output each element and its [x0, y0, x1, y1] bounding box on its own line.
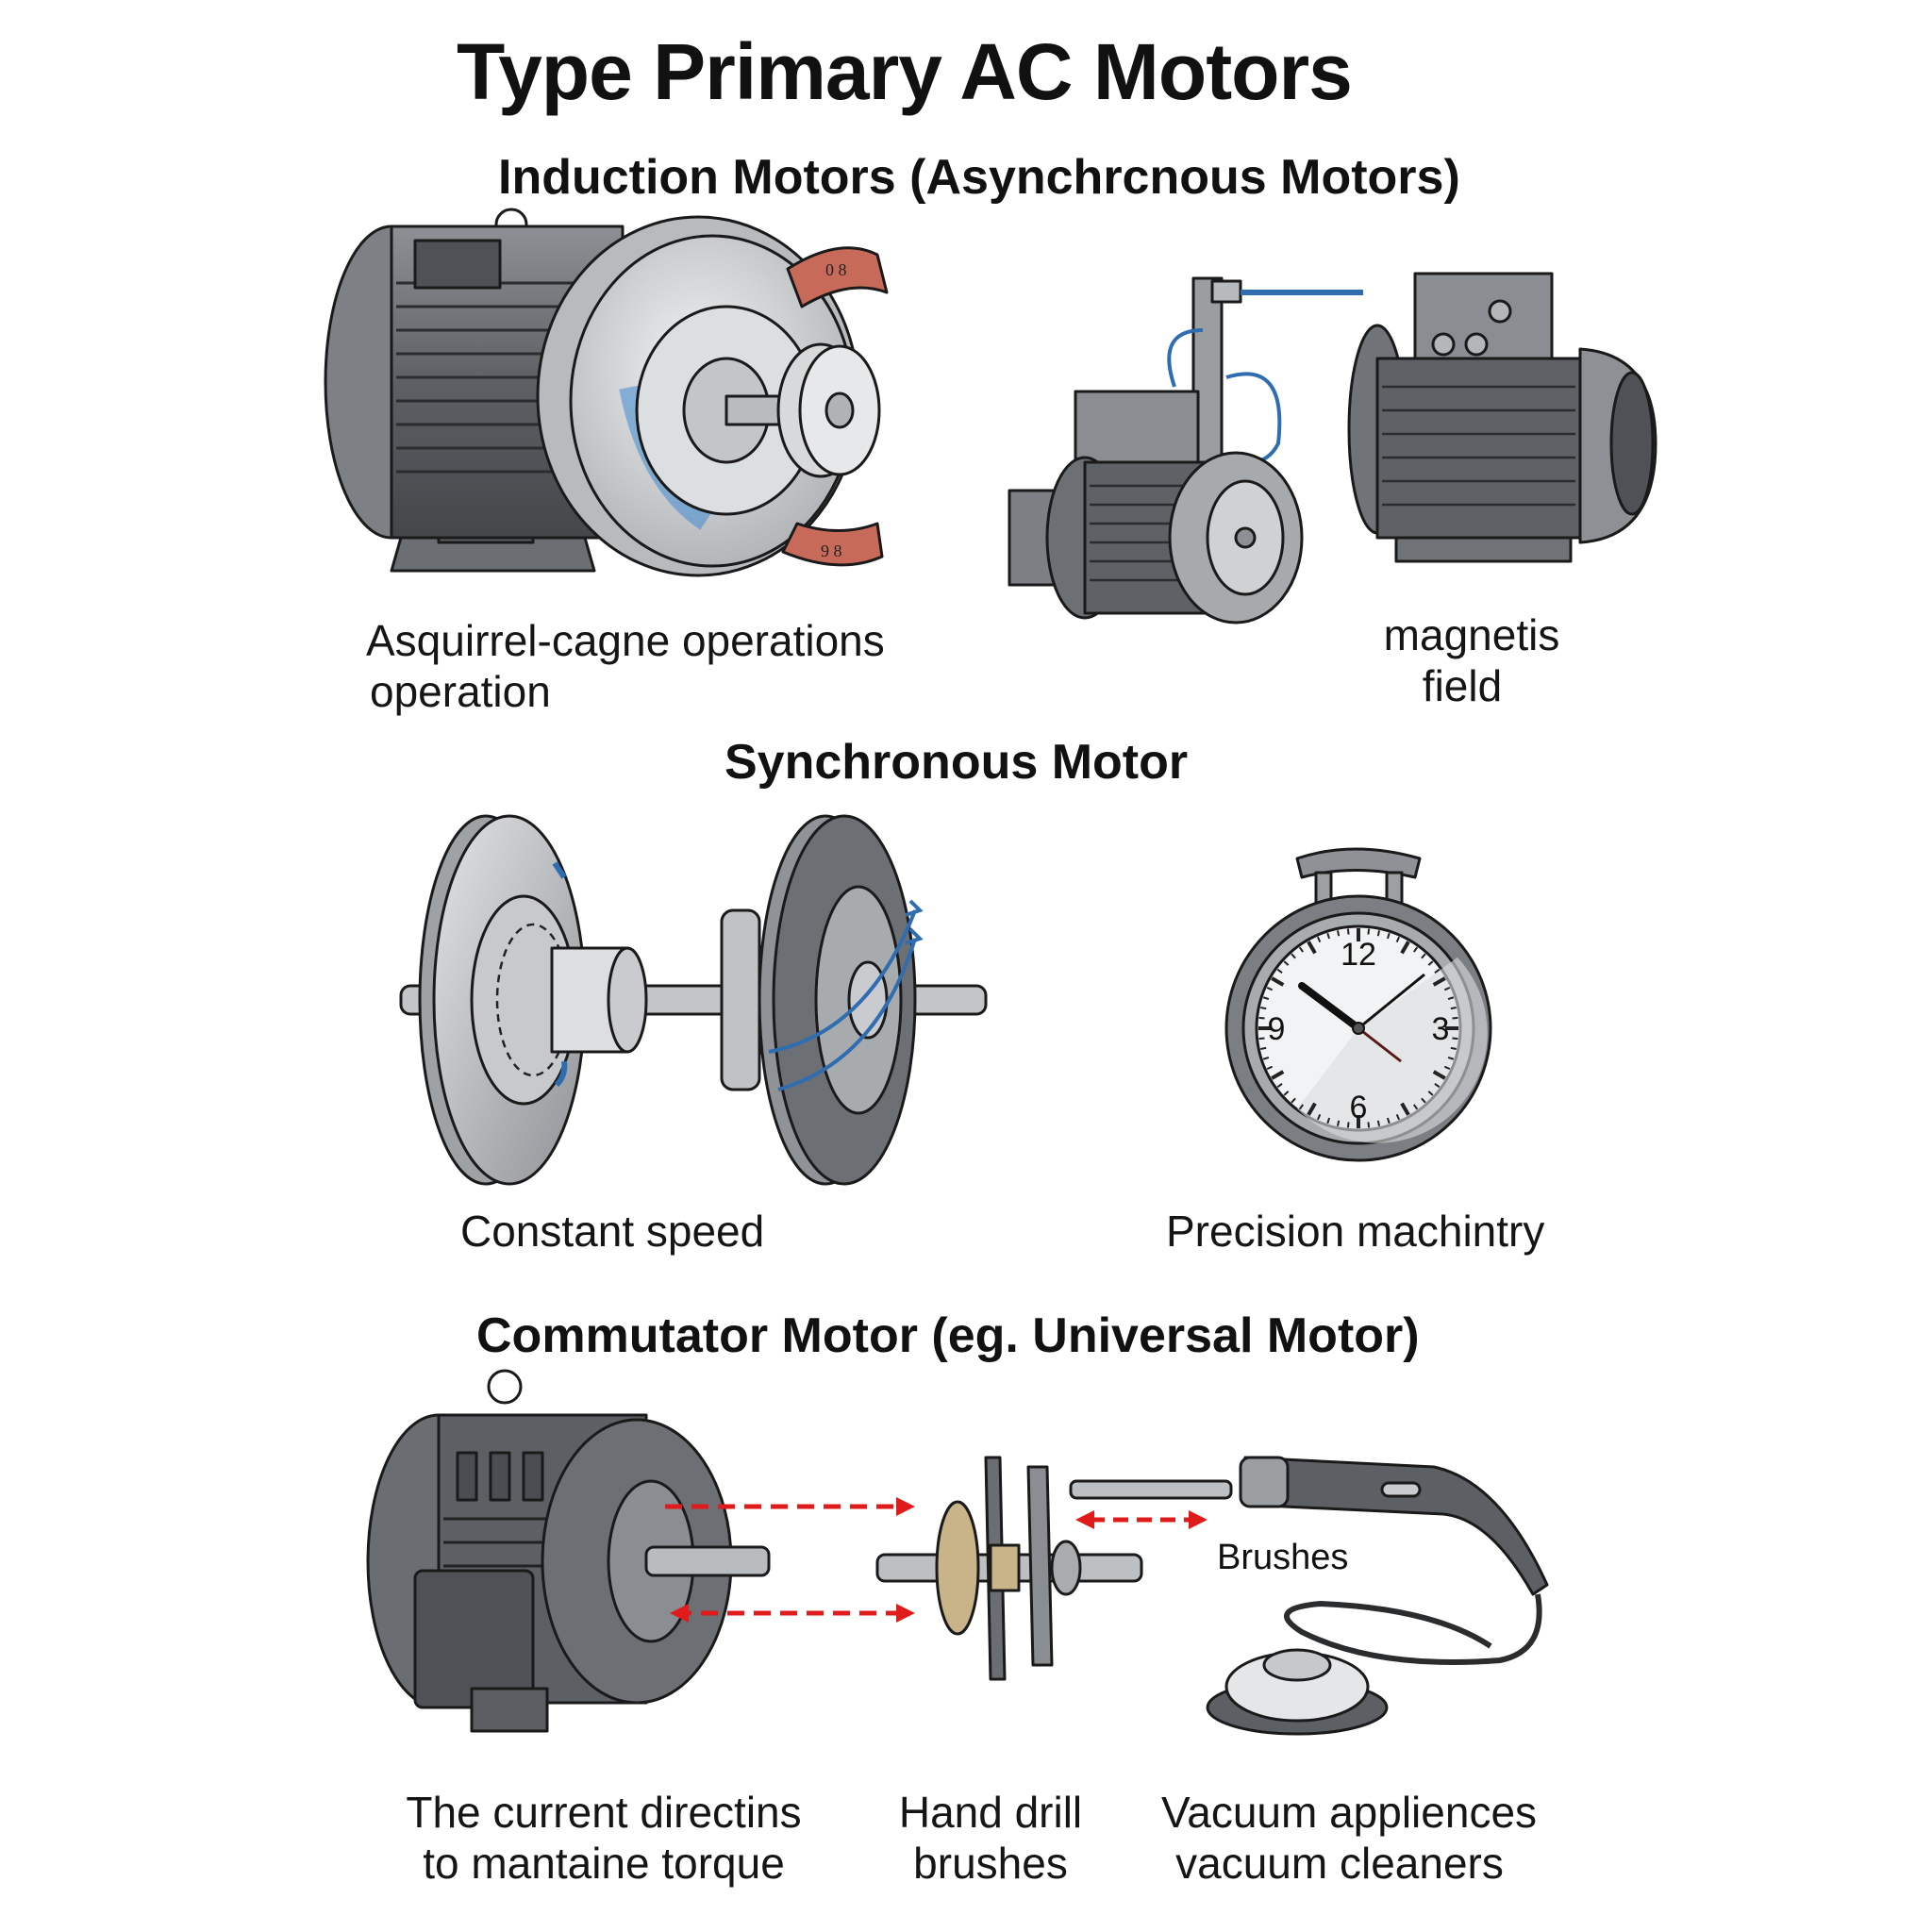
induction-motor-icon: 0 8 9 8 [324, 208, 889, 577]
induction-caption-left-line1: Asquirrel-cagne operations [366, 616, 885, 665]
clock-tick [1326, 1117, 1331, 1124]
clock-tick [1400, 941, 1410, 955]
clock-tick [1271, 1070, 1285, 1080]
clock-tick [1447, 1056, 1455, 1060]
clock-tick [1386, 932, 1391, 940]
clock-tick [1434, 1082, 1441, 1089]
commutator-heading: Commutator Motor (eg. Universal Motor) [476, 1308, 1420, 1363]
clock-tick [1346, 1122, 1350, 1128]
clock-tick [1452, 1016, 1458, 1020]
clock-tick [1283, 960, 1290, 966]
commutator-caption-left-line2: to mantaine torque [423, 1839, 785, 1888]
clock-tick [1452, 1037, 1458, 1041]
vacuum-cleaner-icon [1206, 1456, 1549, 1736]
clock-tick [1307, 941, 1317, 955]
clock-tick [1291, 1097, 1296, 1104]
stopwatch-icon: 12 3 6 9 [1224, 847, 1492, 1162]
clock-numeral-6: 6 [1350, 1090, 1368, 1125]
clock-tick [1427, 1091, 1434, 1096]
commutator-caption-middle-line2: brushes [913, 1839, 1068, 1888]
clock-tick [1412, 946, 1419, 953]
clock-tick [1443, 1065, 1451, 1071]
clock-tick [1326, 932, 1331, 940]
clock-tick [1307, 1102, 1317, 1116]
clock-tick [1260, 1046, 1267, 1051]
clock-tick [1386, 1117, 1391, 1124]
clock-tick [1400, 1102, 1410, 1116]
clock-numeral-3: 3 [1432, 1011, 1450, 1047]
clock-tick [1395, 1113, 1401, 1121]
clock-tick [1276, 968, 1283, 974]
clock-tick [1427, 960, 1434, 966]
commutator-caption-right-line2: vacuum cleaners [1175, 1839, 1504, 1888]
clock-tick [1432, 976, 1446, 987]
page-title: Type Primary AC Motors [457, 27, 1353, 116]
commutator-caption-right-line1: Vacuum appliences [1160, 1788, 1538, 1837]
clock-tick [1262, 996, 1270, 1001]
clock-tick [1367, 928, 1371, 935]
clock-tick [1291, 953, 1296, 959]
brush-arrow-icon [1069, 1479, 1233, 1529]
clock-tick [1298, 1104, 1305, 1110]
clock-tick [1367, 1122, 1371, 1128]
synchronous-caption-left: Constant speed [460, 1207, 765, 1256]
clock-tick [1266, 1065, 1274, 1071]
clock-tick [1316, 1113, 1322, 1121]
clock-tick [1346, 928, 1350, 935]
clock-tick [1258, 1037, 1265, 1041]
clock-tick [1266, 986, 1274, 991]
induction-caption-right-line1: magnetis [1383, 610, 1560, 659]
clock-tick [1271, 976, 1285, 987]
induction-caption-left-line2: operation [370, 667, 551, 716]
clock-tick [1298, 946, 1305, 953]
clock-tick [1395, 936, 1401, 943]
clock-tick [1376, 1120, 1381, 1126]
clock-tick [1376, 930, 1381, 937]
commutator-caption-middle-line1: Hand drill [898, 1788, 1083, 1837]
universal-motor-icon [366, 1369, 915, 1733]
clock-tick [1412, 1104, 1419, 1110]
synchronous-heading: Synchronous Motor [724, 735, 1189, 790]
clock-tick [1450, 1046, 1457, 1051]
clock-tick [1283, 1091, 1290, 1096]
clock-numeral-9: 9 [1268, 1011, 1286, 1047]
clock-tick [1258, 1016, 1265, 1020]
clock-tick [1336, 1120, 1341, 1126]
clock-numeral-12: 12 [1341, 937, 1376, 973]
tefc-motor-icon [1347, 272, 1657, 563]
pump-motor-icon [1008, 276, 1363, 625]
brushes-label: Brushes [1217, 1538, 1349, 1577]
commutator-icon [875, 1456, 1143, 1681]
induction-heading: Induction Motors (Asynchrcnous Motors) [498, 150, 1460, 205]
commutator-caption-left-line1: The current directins [406, 1788, 802, 1837]
clock-tick [1434, 968, 1441, 974]
clock-tick [1443, 986, 1451, 991]
rotor-ring-mark: 9 8 [821, 541, 842, 560]
clock-tick [1421, 953, 1426, 959]
clock-tick [1447, 996, 1455, 1001]
rotor-ring-mark: 0 8 [825, 260, 847, 279]
induction-caption-right-line2: field [1422, 661, 1503, 710]
clock-tick [1421, 1097, 1426, 1104]
synchronous-rotor-icon [399, 814, 988, 1186]
clock-tick [1262, 1056, 1270, 1060]
clock-tick [1432, 1070, 1446, 1080]
clock-tick [1336, 930, 1341, 937]
synchronous-caption-right: Precision machintry [1166, 1207, 1545, 1256]
clock-tick [1316, 936, 1322, 943]
clock-tick [1276, 1082, 1283, 1089]
